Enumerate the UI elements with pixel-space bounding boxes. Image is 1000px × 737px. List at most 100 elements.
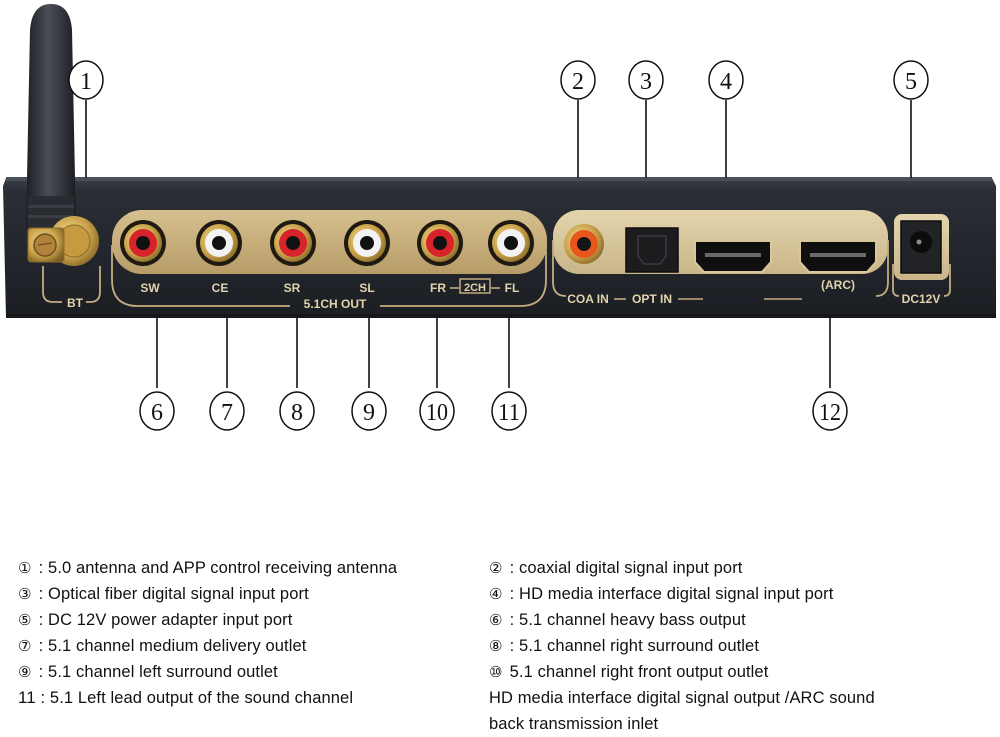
device-rear-panel-diagram: BT SW CE SR SL FR 2CH FL 5.1CH OUT [3,4,996,431]
legend-text: : 5.1 channel left surround outlet [34,663,278,681]
legend-item: ④ : HD media interface digital signal in… [489,581,875,607]
bt-label: BT [67,296,84,310]
callout-7: 7 [209,318,245,431]
legend-text: 5.1 channel right front output outlet [505,663,769,681]
callout-circle [560,60,596,100]
legend-text: : coaxial digital signal input port [505,559,743,577]
dc12v-label: DC12V [902,292,941,306]
legend-item: ⑩ 5.1 channel right front output outlet [489,659,875,685]
legend-marker: ④ [489,585,503,603]
callouts-bottom: 6 7 8 9 10 11 12 [139,318,848,431]
opt-in-label: OPT IN [632,292,672,306]
legend-text: : 5.1 Left lead output of the sound chan… [35,689,354,707]
callout-11: 11 [491,318,527,431]
legend-text: : 5.0 antenna and APP control receiving … [34,559,398,577]
sw-label: SW [140,281,160,295]
port-legend: ① : 5.0 antenna and APP control receivin… [0,555,1000,737]
legend-marker: ⑧ [489,637,503,655]
legend-marker: ⑩ [489,663,503,681]
legend-text: : 5.1 channel right surround outlet [505,637,760,655]
legend-text: : Optical fiber digital signal input por… [34,585,309,603]
legend-column-right: ② : coaxial digital signal input port ④ … [489,555,875,737]
callout-circle [209,391,245,431]
callout-3: 3 [628,60,664,178]
sl-label: SL [359,281,374,295]
callout-number: 2 [572,69,584,95]
legend-text: : 5.1 channel medium delivery outlet [34,637,307,655]
legend-text: : DC 12V power adapter input port [34,611,293,629]
legend-item: back transmission inlet [489,711,875,737]
bt-connector: BT [27,216,101,310]
rca-jack-sr[interactable] [270,220,316,266]
optical-input-jack[interactable] [625,227,679,273]
callout-number: 4 [720,69,732,95]
callout-number: 6 [151,400,163,426]
dc-power-panel: DC12V [892,214,951,306]
callout-circle [893,60,929,100]
legend-item: ② : coaxial digital signal input port [489,555,875,581]
callout-circle [628,60,664,100]
callout-number: 1 [80,69,92,95]
legend-item: ⑧ : 5.1 channel right surround outlet [489,633,875,659]
legend-item: ⑨ : 5.1 channel left surround outlet [18,659,397,685]
fl-label: FL [505,281,520,295]
rca-jack-sl[interactable] [344,220,390,266]
51ch-out-label: 5.1CH OUT [304,297,367,311]
callout-number: 3 [640,69,652,95]
callouts-top: 1 2 3 4 5 [68,60,929,178]
fr-label: FR [430,281,446,295]
callout-circle [419,391,455,431]
legend-item: ③ : Optical fiber digital signal input p… [18,581,397,607]
callout-circle [351,391,387,431]
callout-circle [139,391,175,431]
callout-2: 2 [560,60,596,178]
rca-outputs [120,220,534,266]
dc-power-jack[interactable] [900,220,942,274]
callout-12: 12 [812,318,848,431]
legend-item: 11 : 5.1 Left lead output of the sound c… [18,685,397,711]
legend-text: : HD media interface digital signal inpu… [505,585,834,603]
legend-marker: 11 [18,688,36,707]
callout-8: 8 [279,318,315,431]
callout-circle [812,391,848,431]
arc-label: (ARC) [821,278,855,292]
callout-circle [491,391,527,431]
legend-marker: ① [18,559,32,577]
callout-4: 4 [708,60,744,178]
callout-number: 11 [498,400,520,426]
legend-marker: ⑥ [489,611,503,629]
callout-number: 7 [221,400,233,426]
legend-marker: ③ [18,585,32,603]
callout-number: 10 [426,400,448,426]
callout-9: 9 [351,318,387,431]
rca-jack-sw[interactable] [120,220,166,266]
legend-text: : 5.1 channel heavy bass output [505,611,746,629]
callout-number: 9 [363,400,375,426]
callout-5: 5 [893,60,929,178]
legend-column-left: ① : 5.0 antenna and APP control receivin… [18,555,397,711]
legend-item: HD media interface digital signal output… [489,685,875,711]
callout-number: 5 [905,69,917,95]
legend-item: ⑤ : DC 12V power adapter input port [18,607,397,633]
hdmi-arc-output-port[interactable] [799,240,877,273]
ce-label: CE [212,281,229,295]
digital-io-panel: (ARC) COA IN OPT IN [552,210,889,306]
rca-jack-fr[interactable] [417,220,463,266]
coaxial-input-jack[interactable] [564,224,604,264]
legend-marker: ⑨ [18,663,32,681]
legend-item: ⑦ : 5.1 channel medium delivery outlet [18,633,397,659]
hdmi-input-port[interactable] [694,240,772,273]
callout-circle [68,60,104,100]
antenna [26,4,76,230]
sr-label: SR [284,281,301,295]
legend-marker: ⑤ [18,611,32,629]
legend-text: back transmission inlet [489,715,659,733]
callout-circle [279,391,315,431]
legend-text: HD media interface digital signal output… [489,689,875,707]
callout-1: 1 [68,60,104,178]
2ch-label: 2CH [464,282,486,294]
callout-circle [708,60,744,100]
legend-item: ① : 5.0 antenna and APP control receivin… [18,555,397,581]
rca-jack-fl[interactable] [488,220,534,266]
rca-jack-ce[interactable] [196,220,242,266]
